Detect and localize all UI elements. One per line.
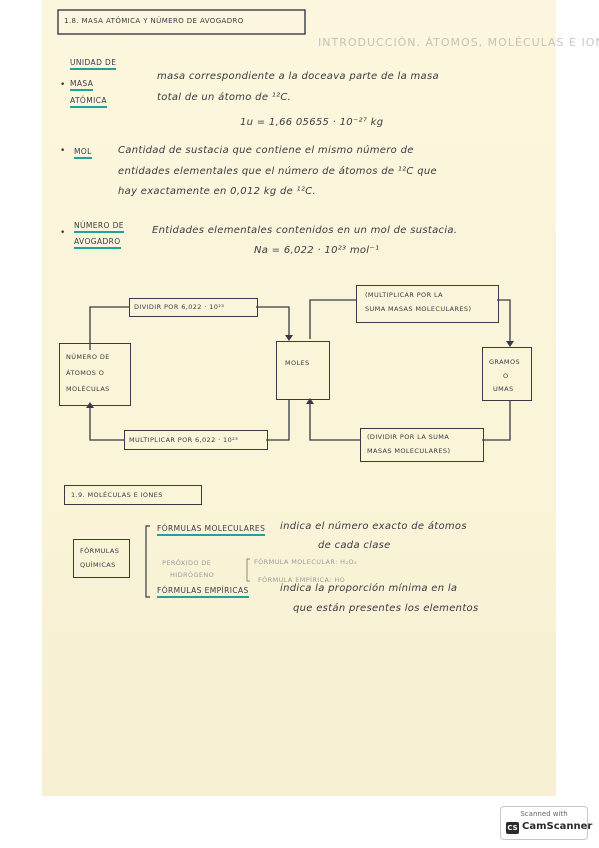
atoms-label-1: NÚMERO DE — [66, 353, 110, 361]
multiply-mass-box: (MULTIPLICAR POR LA SUMA MASAS MOLECULAR… — [356, 285, 499, 323]
avogadro-term-1: NÚMERO DE — [74, 221, 124, 233]
formulas-box: FÓRMULAS QUÍMICAS — [73, 539, 130, 578]
uma-definition-1: masa correspondiente a la doceava parte … — [157, 71, 439, 82]
empirical-definition-2: que están presentes los elementos — [293, 603, 479, 614]
multiply-mass-label-2: SUMA MASAS MOLECULARES) — [365, 305, 472, 313]
empirical-definition-1: indica la proporción mínima en la — [280, 583, 458, 594]
avogadro-definition: Entidades elementales contenidos en un m… — [152, 225, 458, 236]
peroxide-label-1: PERÓXIDO DE — [162, 559, 212, 567]
mol-term: MOL — [74, 147, 92, 159]
molecular-definition-1: indica el número exacto de átomos — [280, 521, 467, 532]
grams-label-2: O — [503, 372, 509, 380]
peroxide-label-2: HIDRÓGENO — [170, 571, 215, 579]
scanned-with-label: Scanned with — [520, 810, 568, 818]
uma-formula: 1u = 1,66 05655 · 10⁻²⁷ kg — [240, 117, 384, 128]
uma-definition-2: total de un átomo de ¹²C. — [157, 92, 292, 103]
peroxide-molecular: FÓRMULA MOLECULAR: H₂O₂ — [254, 558, 357, 566]
grams-box: GRAMOS O UMAS — [482, 347, 532, 401]
camscanner-name: CamScanner — [522, 821, 593, 832]
avogadro-formula: Na = 6,022 · 10²³ mol⁻¹ — [254, 245, 380, 256]
multiply-avogadro-label: MULTIPLICAR POR 6,022 · 10²³ — [129, 436, 239, 444]
empirical-term: FÓRMULAS EMPÍRICAS — [157, 586, 249, 598]
divide-mass-label-1: (DIVIDIR POR LA SUMA — [367, 433, 450, 441]
divide-mass-box: (DIVIDIR POR LA SUMA MASAS MOLECULARES) — [360, 428, 484, 462]
divide-avogadro-label: DIVIDIR POR 6,022 · 10²³ — [134, 303, 225, 311]
notebook-page — [42, 0, 556, 796]
section-18-title: 1.8. MASA ATÓMICA Y NÚMERO DE AVOGADRO — [64, 17, 244, 25]
molecular-definition-2: de cada clase — [318, 540, 391, 551]
atoms-label-3: MOLÉCULAS — [66, 385, 110, 393]
divide-avogadro-box: DIVIDIR POR 6,022 · 10²³ — [129, 298, 258, 317]
molecular-term: FÓRMULAS MOLECULARES — [157, 524, 266, 536]
atoms-label-2: ÁTOMOS O — [66, 369, 105, 377]
uma-term-3: ATÓMICA — [70, 96, 107, 108]
avogadro-term-2: AVOGADRO — [74, 237, 121, 249]
section-19-title-box: 1.9. MOLÉCULAS E IONES — [64, 485, 202, 505]
divide-mass-label-2: MASAS MOLECULARES) — [367, 447, 451, 455]
formulas-label-1: FÓRMULAS — [80, 547, 120, 555]
bullet-icon: • — [60, 146, 66, 156]
multiply-mass-label-1: (MULTIPLICAR POR LA — [365, 291, 443, 299]
formulas-label-2: QUÍMICAS — [80, 561, 116, 569]
peroxide-empirical: FÓRMULA EMPÍRICA: HO — [258, 576, 346, 584]
grams-label-1: GRAMOS — [489, 358, 520, 366]
mol-definition-2: entidades elementales que el número de á… — [118, 166, 437, 177]
section-19-title: 1.9. MOLÉCULAS E IONES — [71, 491, 163, 499]
atoms-box: NÚMERO DE ÁTOMOS O MOLÉCULAS — [59, 343, 131, 406]
camscanner-badge: Scanned with CS CamScanner — [500, 806, 592, 840]
multiply-avogadro-box: MULTIPLICAR POR 6,022 · 10²³ — [124, 430, 268, 450]
bullet-icon: • — [60, 80, 66, 90]
grams-label-3: UMAS — [493, 385, 514, 393]
bullet-icon: • — [60, 228, 66, 238]
moles-box: MOLES — [276, 341, 330, 400]
mol-definition-3: hay exactamente en 0,012 kg de ¹²C. — [118, 186, 316, 197]
uma-term-1: UNIDAD DE — [70, 58, 117, 70]
mol-definition-1: Cantidad de sustacia que contiene el mis… — [118, 145, 414, 156]
moles-label: MOLES — [285, 359, 310, 367]
faint-header: INTRODUCCIÓN. ÁTOMOS, MOLÉCULAS E IONES — [318, 36, 599, 49]
camscanner-logo-icon: CS — [506, 822, 519, 834]
uma-term-2: MASA — [70, 79, 94, 91]
